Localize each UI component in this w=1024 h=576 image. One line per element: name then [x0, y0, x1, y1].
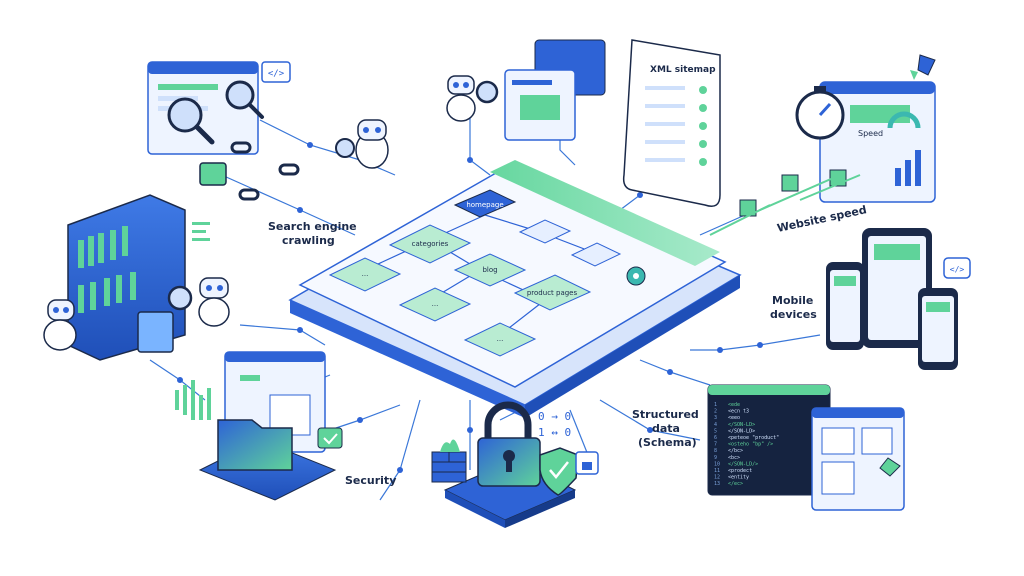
- code-line: <entity: [728, 475, 749, 481]
- code-line-number: 4: [714, 422, 717, 428]
- code-line-number: 7: [714, 442, 717, 448]
- label-crawling-1: Search engine: [268, 220, 357, 233]
- label-website-speed: Website speed: [776, 203, 868, 235]
- robot-with-magnifier: [167, 277, 230, 327]
- page-stack: [504, 39, 606, 141]
- code-line-number: 3: [714, 415, 717, 421]
- node-mid-page-label: ...: [432, 300, 439, 308]
- code-line: <peteoe "product": [728, 435, 779, 441]
- label-structured-3: (Schema): [638, 436, 697, 449]
- equalizer-bars: [175, 380, 211, 420]
- node-bottom-page-label: ...: [497, 335, 504, 343]
- binary-line-1: 0 → 0: [538, 410, 571, 423]
- robot-left: [43, 299, 77, 351]
- code-line: <ecn t3: [728, 409, 749, 415]
- node-left-page-label: ...: [362, 270, 369, 278]
- label-crawling-2: crawling: [282, 234, 335, 247]
- code-line: </SON-LD>: [728, 422, 755, 428]
- code-line: </ec>: [728, 481, 743, 487]
- gear-icon: [626, 266, 646, 286]
- code-editor: [707, 384, 831, 496]
- code-line: </bc>: [728, 448, 743, 454]
- node-image: [570, 242, 622, 267]
- code-badge-label: </>: [268, 69, 285, 79]
- code-line-number: 2: [714, 409, 717, 415]
- node-homepage: homepage: [453, 189, 517, 218]
- padlock-icon: [477, 401, 541, 487]
- tablet-device: [862, 228, 932, 348]
- node-product-pages: product pages: [513, 274, 592, 311]
- lock-tag-icon: [575, 451, 599, 475]
- node-product-pages-label: product pages: [527, 289, 578, 297]
- label-security: Security: [345, 474, 396, 487]
- speed-dashboard: Speed: [819, 81, 936, 203]
- code-line: </SON-LD/>: [728, 461, 758, 467]
- phone-left: [826, 262, 864, 350]
- schema-browser: [811, 407, 905, 511]
- code-line: </SON-LD>: [728, 428, 755, 434]
- code-line-number: 10: [714, 461, 720, 467]
- code-line-number: 12: [714, 475, 720, 481]
- label-mobile-2: devices: [770, 308, 817, 321]
- xml-sitemap-label: XML sitemap: [650, 65, 716, 75]
- label-structured-2: data: [652, 422, 680, 435]
- magnifier-icon: [167, 80, 264, 145]
- code-line-number: 1: [714, 402, 717, 408]
- code-bubble-icon: </>: [943, 257, 971, 279]
- chain-link-icons: [230, 141, 300, 201]
- node-mid-page: ...: [398, 287, 472, 322]
- stopwatch-icon: [795, 86, 845, 140]
- xml-sitemap-scroll: XML sitemap: [622, 39, 721, 207]
- node-categories-label: categories: [412, 240, 449, 248]
- code-line-number: 8: [714, 448, 717, 454]
- binary-line-2: 1 ↔ 0: [538, 426, 571, 439]
- firewall-icon: [431, 439, 467, 483]
- node-grid: [518, 219, 572, 244]
- node-blog-label: blog: [482, 266, 497, 274]
- shield-icon: [539, 447, 579, 496]
- code-line-number: 6: [714, 435, 717, 441]
- speed-card-label: Speed: [858, 129, 883, 138]
- code-line-number: 11: [714, 468, 720, 474]
- label-structured-1: Structured: [632, 408, 699, 421]
- crawler-robot-top: [446, 75, 499, 122]
- label-mobile-1: Mobile: [772, 294, 813, 307]
- node-bottom-page: ...: [463, 322, 537, 357]
- lock-box-icon: [199, 162, 227, 186]
- code-line: <eeo: [728, 415, 740, 421]
- folder-laptop: [198, 351, 343, 501]
- code-line-number: 5: [714, 428, 717, 434]
- node-blog: blog: [453, 253, 527, 287]
- bookshelf: [67, 194, 186, 361]
- mobile-code-label: </>: [950, 265, 965, 274]
- code-line: <ede: [728, 402, 740, 408]
- code-line: <prodect: [728, 468, 752, 474]
- speed-streaks: [709, 174, 861, 236]
- green-ticks: [192, 222, 210, 241]
- node-homepage-label: homepage: [466, 201, 503, 209]
- code-lines: <ede<ecn t3<eeo</SON-LD></SON-LD><peteoe…: [728, 402, 779, 487]
- code-line-number: 9: [714, 455, 717, 461]
- rocket-icon: [910, 54, 936, 80]
- code-line-number: 13: [714, 481, 720, 487]
- node-categories: categories: [388, 224, 472, 264]
- phone-right: [918, 288, 958, 370]
- code-badge-icon: </>: [261, 61, 291, 83]
- code-line: <osteho "bp" />: [728, 442, 773, 448]
- crawler-robot-right: [335, 119, 389, 169]
- binary-data: 0 → 0 1 ↔ 0: [538, 410, 571, 439]
- node-left-page: ...: [328, 257, 402, 292]
- code-line: <bc>: [728, 455, 740, 461]
